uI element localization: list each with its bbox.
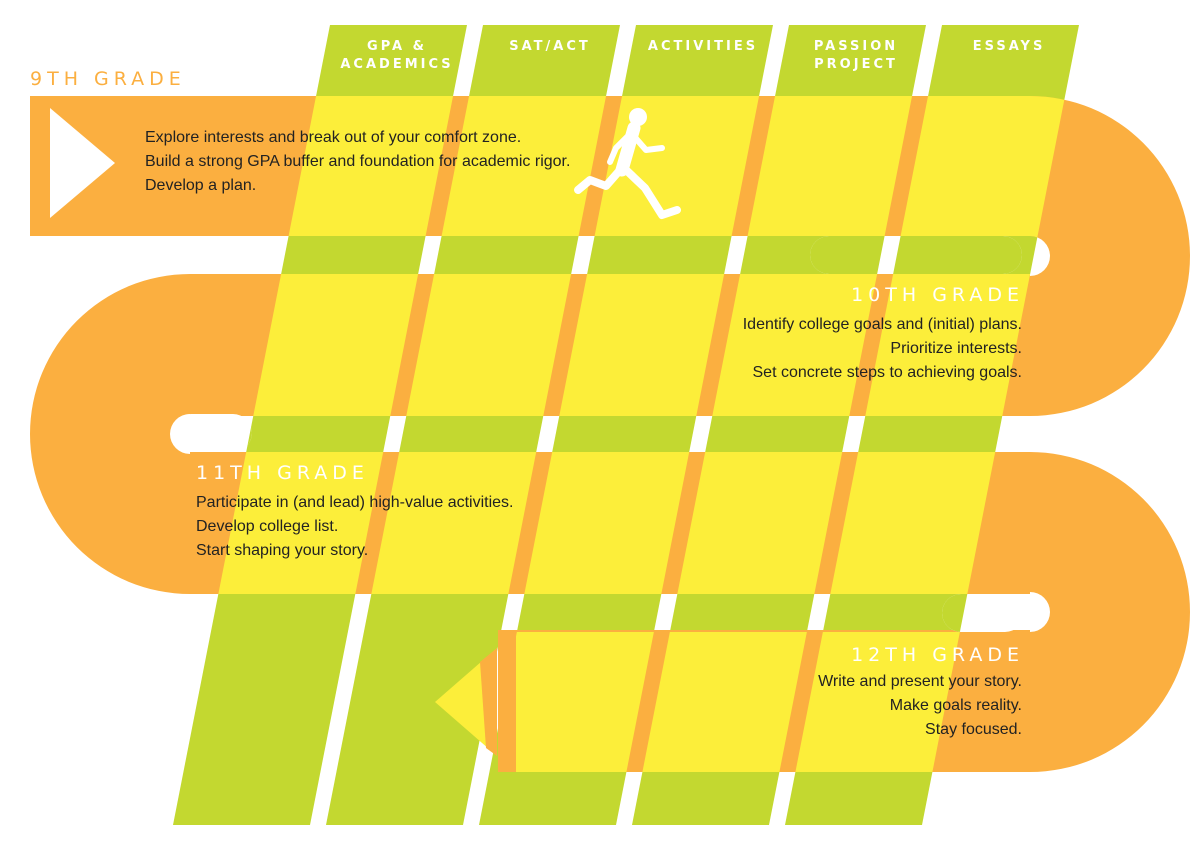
column-header-gpa-line-1: GPA & — [367, 39, 427, 54]
overlap-row-11th — [190, 452, 1030, 594]
column-header-sat-act-label: SAT/ACT — [509, 39, 591, 54]
grade-12th-line-1: Write and present your story. — [818, 673, 1022, 690]
grade-9th-line-3: Develop a plan. — [145, 177, 257, 194]
column-header-activities-label: ACTIVITIES — [647, 39, 759, 54]
grade-title-12th: 12TH GRADE — [851, 644, 1024, 666]
grade-notes-12th: Write and present your story. Make goals… — [818, 670, 1022, 742]
column-header-gpa-line-2: ACADEMICS — [340, 57, 454, 72]
grade-notes-9th: Explore interests and break out of your … — [145, 126, 570, 198]
grade-12th-line-3: Stay focused. — [925, 721, 1022, 738]
play-triangle-icon — [50, 108, 115, 218]
grade-title-10th: 10TH GRADE — [851, 284, 1024, 306]
overlap-row-10th — [190, 274, 1030, 416]
grade-9th-line-2: Build a strong GPA buffer and foundation… — [145, 153, 571, 170]
grade-title-11th: 11TH GRADE — [196, 462, 369, 484]
path-curve-left — [30, 274, 190, 594]
gap-strip-2 — [172, 414, 252, 452]
column-header-activities: ACTIVITIES — [628, 38, 778, 56]
grade-12th-line-2: Make goals reality. — [889, 697, 1022, 714]
column-header-passion-project-line-2: PROJECT — [814, 57, 898, 72]
column-header-passion-project: PASSION PROJECT — [781, 38, 931, 74]
grade-11th-line-1: Participate in (and lead) high-value act… — [196, 494, 514, 511]
grade-11th-line-3: Start shaping your story. — [196, 542, 369, 559]
grade-title-9th: 9TH GRADE — [30, 68, 186, 90]
arrow-left-icon — [435, 648, 497, 756]
grade-10th-line-2: Prioritize interests. — [890, 340, 1022, 357]
grade-9th-line-1: Explore interests and break out of your … — [145, 129, 522, 146]
grade-10th-line-1: Identify college goals and (initial) pla… — [742, 316, 1022, 333]
column-header-essays: ESSAYS — [934, 38, 1084, 56]
column-header-passion-project-line-1: PASSION — [813, 39, 899, 54]
grade-10th-line-3: Set concrete steps to achieving goals. — [752, 364, 1023, 381]
grade-11th-line-2: Develop college list. — [196, 518, 339, 535]
grade-notes-11th: Participate in (and lead) high-value act… — [196, 491, 514, 563]
column-header-sat-act: SAT/ACT — [475, 38, 625, 56]
column-header-essays-label: ESSAYS — [972, 39, 1046, 54]
path-curve-right-1 — [1030, 96, 1190, 416]
path-curve-right-2 — [1030, 452, 1190, 772]
grade-notes-10th: Identify college goals and (initial) pla… — [743, 313, 1022, 385]
runner-icon — [574, 108, 681, 219]
column-header-gpa: GPA & ACADEMICS — [322, 38, 472, 74]
